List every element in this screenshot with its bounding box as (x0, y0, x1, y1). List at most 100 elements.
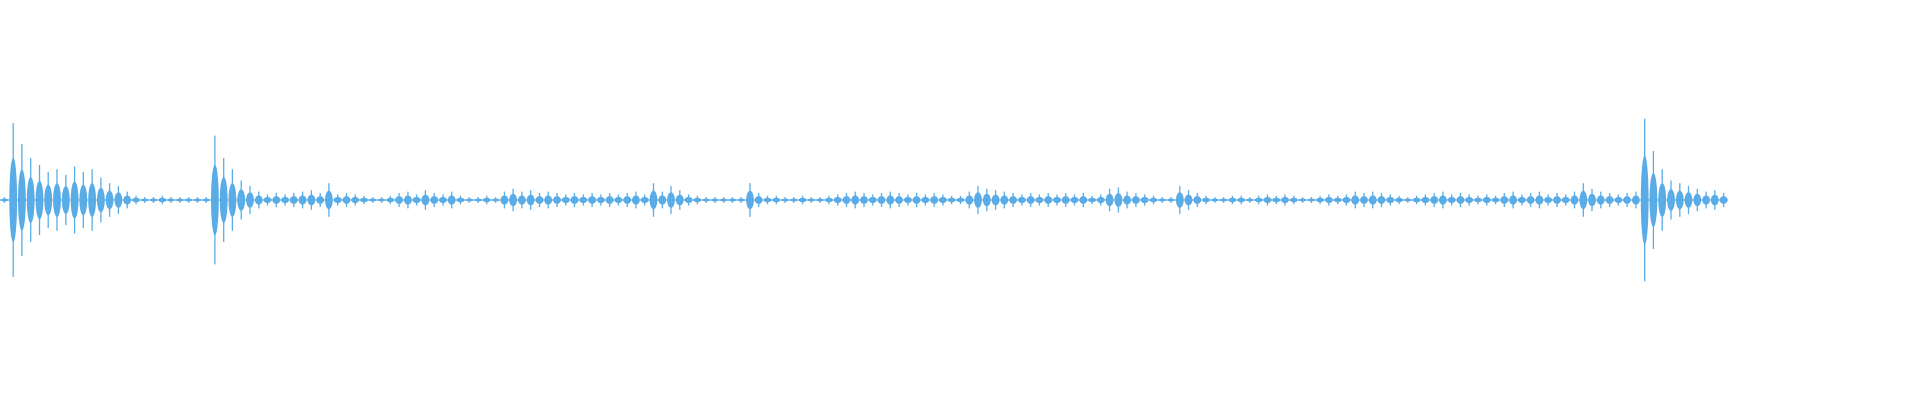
waveform-lobe (105, 190, 114, 210)
waveform-lobe (553, 196, 561, 204)
waveform-lobe (342, 196, 351, 204)
waveform-lobe (211, 164, 219, 236)
waveform-lobe (579, 196, 588, 204)
waveform-lobe (44, 184, 53, 216)
waveform-lobe (439, 196, 447, 204)
waveform-lobe (1596, 195, 1605, 205)
waveform-lobe (1526, 196, 1535, 204)
waveform-lobe (404, 195, 412, 205)
waveform-lobe (272, 196, 281, 204)
waveform-lobe (1272, 197, 1281, 203)
waveform-lobe (1132, 196, 1140, 204)
waveform-lobe (632, 195, 640, 205)
waveform-lobe (1053, 196, 1061, 204)
waveform-lobe (149, 198, 158, 202)
waveform-lobe (500, 195, 509, 205)
waveform-lobe (649, 190, 658, 210)
waveform-lobe (333, 196, 342, 204)
waveform-lobe (1570, 195, 1579, 205)
waveform-lobe (825, 197, 833, 203)
waveform-lobe (491, 198, 500, 202)
waveform-lobe (1175, 192, 1184, 208)
waveform-lobe (61, 186, 70, 214)
waveform-lobe (1553, 196, 1561, 204)
waveform-lobe (316, 196, 325, 204)
waveform-lobe (1307, 198, 1316, 202)
waveform-lobe (193, 198, 202, 202)
waveform-lobe (798, 197, 807, 203)
waveform-lobe (1333, 197, 1342, 203)
waveform-lobe (184, 198, 193, 202)
waveform-lobe (1000, 195, 1009, 205)
waveform-lobe (737, 198, 746, 202)
waveform-lobe (1421, 196, 1430, 204)
waveform-lobe (816, 198, 824, 202)
waveform-lobe (1105, 193, 1114, 207)
waveform-lobe (430, 196, 439, 204)
waveform-lobe (658, 195, 667, 205)
waveform-lobe (1412, 197, 1421, 203)
waveform-lobe (1684, 192, 1693, 208)
waveform-lobe (746, 190, 754, 210)
waveform-lobe (807, 198, 816, 202)
waveform-lobe (518, 195, 526, 205)
waveform-lobe (904, 196, 912, 204)
waveform-lobe (175, 198, 184, 202)
waveform-lobe (1228, 197, 1237, 203)
waveform-lobe (1719, 196, 1728, 204)
waveform-lobe (877, 196, 886, 204)
waveform-lobe (570, 196, 579, 204)
waveform-lobe (377, 198, 386, 202)
waveform-lobe (789, 198, 798, 202)
waveform-lobe (1316, 197, 1324, 203)
waveform-lobe (921, 196, 930, 204)
waveform-lobe (1193, 196, 1202, 204)
waveform-lobe (1281, 196, 1289, 204)
waveform-lobe (1667, 189, 1675, 211)
waveform-lobe (1377, 196, 1386, 204)
waveform-lobe (939, 196, 947, 204)
waveform-lobe (1088, 197, 1096, 203)
waveform-lobe (912, 196, 921, 204)
waveform-lobe (1395, 197, 1403, 203)
waveform-lobe (298, 195, 307, 205)
waveform-lobe (1632, 195, 1640, 205)
waveform-lobe (1140, 196, 1149, 204)
waveform-lobe (228, 183, 237, 217)
waveform-lobe (842, 196, 851, 204)
waveform-lobe (1114, 193, 1123, 207)
waveform-lobe (281, 196, 289, 204)
waveform-lobe (1254, 197, 1263, 203)
waveform-lobe (158, 197, 167, 203)
waveform-lobe (561, 196, 570, 204)
waveform-lobe (447, 195, 456, 205)
waveform-lobe (1693, 193, 1702, 207)
waveform-lobe (860, 196, 868, 204)
waveform-lobe (535, 196, 544, 204)
waveform-lobe (1561, 196, 1570, 204)
waveform-lobe (1246, 198, 1254, 202)
waveform-lobe (482, 197, 491, 203)
waveform-lobe (1342, 196, 1351, 204)
waveform-lobe (693, 197, 702, 203)
waveform-lobe (1018, 196, 1026, 204)
waveform-lobe (237, 189, 246, 211)
waveform-lobe (956, 197, 965, 203)
waveform-lobe (684, 196, 693, 204)
waveform-lobe (1219, 198, 1228, 202)
waveform-lobe (368, 198, 377, 202)
waveform-lobe (667, 192, 675, 208)
waveform-lobe (114, 192, 123, 208)
waveform-lobe (202, 198, 211, 202)
waveform-lobe (1474, 197, 1482, 203)
waveform-lobe (1702, 195, 1710, 205)
waveform-lobe (868, 196, 877, 204)
waveform-lobe (1535, 195, 1544, 205)
waveform-lobe (588, 196, 596, 204)
waveform-lobe (1096, 196, 1105, 204)
waveform-lobe (895, 196, 903, 204)
waveform-lobe (1491, 197, 1500, 203)
waveform-lobe (965, 195, 974, 205)
